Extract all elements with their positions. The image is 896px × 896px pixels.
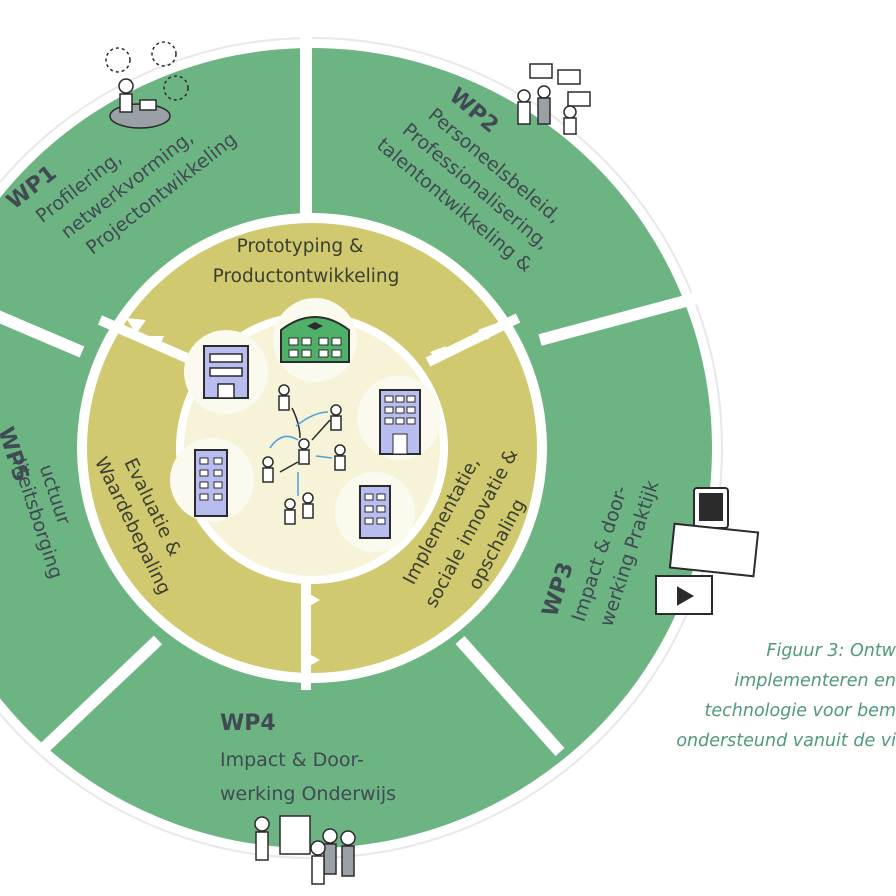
building-icon bbox=[379, 389, 421, 455]
caption-line-3: technologie voor bem bbox=[704, 701, 896, 721]
presentation-group-icon bbox=[254, 815, 356, 885]
network-arrows bbox=[269, 407, 333, 496]
figure-caption: Figuur 3: Ontw implementeren en technolo… bbox=[596, 636, 896, 756]
people-network bbox=[262, 384, 346, 525]
phase-prototyping-line-1: Prototyping & bbox=[237, 236, 364, 257]
meeting-icon bbox=[517, 63, 591, 135]
outer-separators bbox=[0, 30, 714, 757]
separator-eval-proto bbox=[97, 315, 199, 367]
people-network-icon bbox=[105, 41, 189, 129]
person-icon bbox=[278, 384, 290, 411]
separator-wp2-wp3 bbox=[538, 288, 714, 346]
separator-wp3-wp4 bbox=[455, 636, 565, 756]
wp4-label: WP4 Impact & Door- werking Onderwijs bbox=[220, 711, 396, 805]
building-icon bbox=[359, 485, 391, 539]
separator-proto-impl bbox=[425, 313, 521, 367]
wp4-line-1: Impact & Door- bbox=[220, 749, 364, 771]
phase-prototyping-label: Prototyping & Productontwikkeling bbox=[213, 236, 400, 287]
person-icon bbox=[334, 444, 346, 471]
devices-video-icon bbox=[655, 487, 760, 615]
person-icon bbox=[284, 498, 296, 525]
separator-wp4-wp5 bbox=[35, 635, 163, 757]
wp4-line-2: werking Onderwijs bbox=[220, 783, 396, 805]
separator-notches bbox=[126, 318, 494, 668]
person-icon bbox=[302, 492, 314, 519]
caption-line-4: ondersteund vanuit de vi bbox=[676, 731, 896, 751]
caption-line-2: implementeren en bbox=[734, 671, 896, 691]
university-icon bbox=[280, 316, 350, 363]
caption-line-1: Figuur 3: Ontw bbox=[766, 641, 896, 661]
phase-prototyping-line-2: Productontwikkeling bbox=[213, 266, 400, 287]
person-icon bbox=[298, 438, 310, 465]
wp4-title: WP4 bbox=[220, 711, 276, 736]
person-icon bbox=[262, 456, 274, 483]
separator-wp5-wp1 bbox=[0, 310, 85, 358]
building-icon bbox=[194, 449, 228, 517]
building-icon bbox=[203, 345, 249, 399]
person-icon bbox=[330, 404, 342, 431]
